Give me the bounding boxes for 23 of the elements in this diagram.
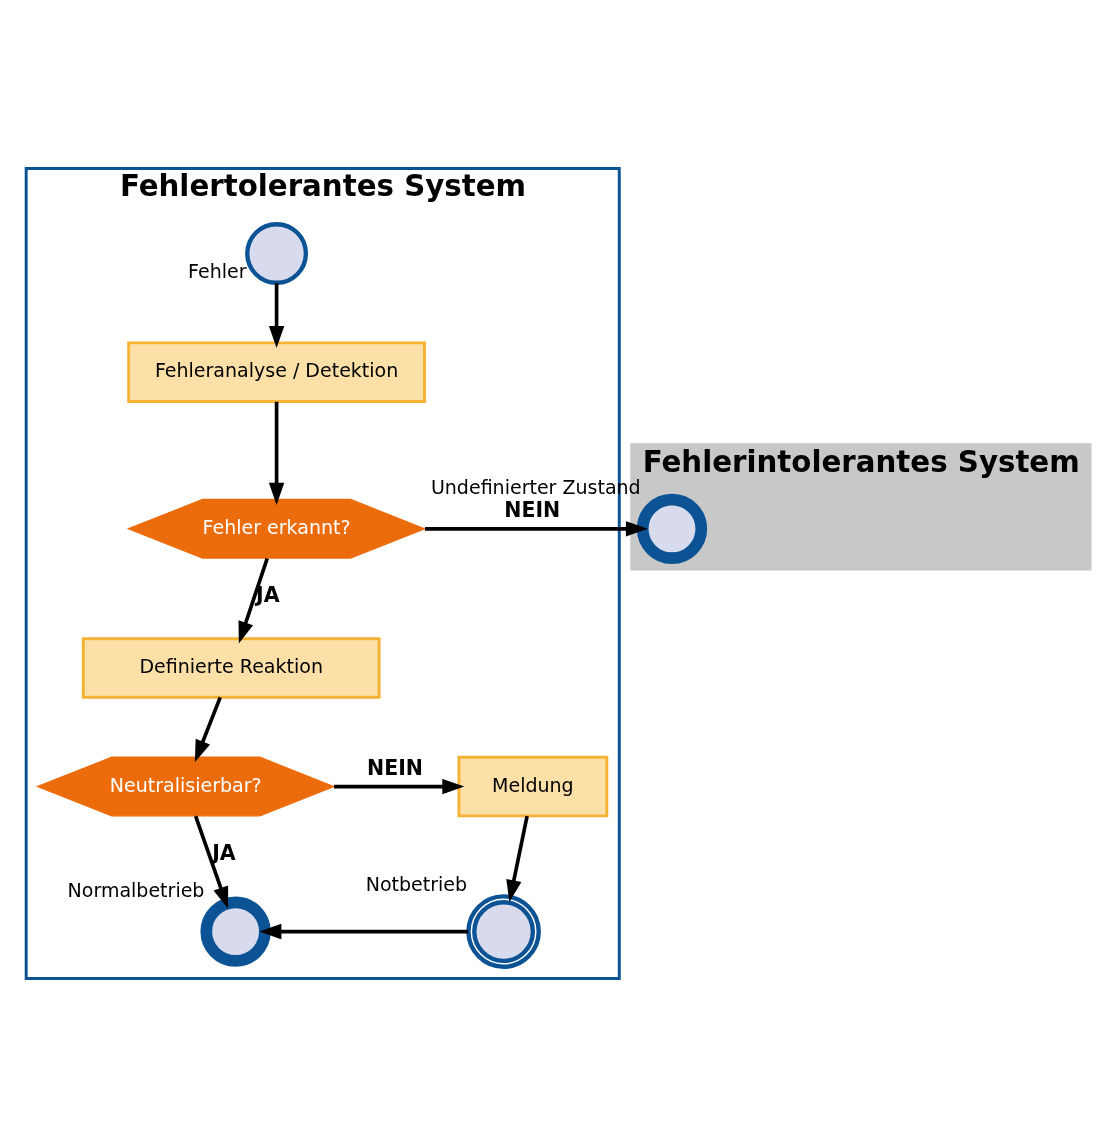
node-label: Notbetrieb bbox=[365, 872, 468, 895]
node-box: Meldung bbox=[457, 755, 609, 817]
node-label: Fehler bbox=[188, 259, 247, 282]
node-label: Normalbetrieb bbox=[67, 878, 205, 901]
node-box: Fehleranalyse / Detektion bbox=[127, 340, 426, 403]
node-circle bbox=[466, 893, 541, 969]
arrow bbox=[193, 815, 229, 909]
node-circle bbox=[245, 221, 309, 285]
arrow bbox=[424, 520, 648, 537]
edge-label: JA bbox=[212, 840, 236, 865]
node-box: Definierte Reaktion bbox=[81, 636, 381, 699]
arrow bbox=[334, 778, 465, 794]
node-circle bbox=[200, 895, 271, 967]
node-circle bbox=[636, 493, 708, 564]
edge-label: NEIN bbox=[367, 755, 423, 780]
arrow bbox=[194, 696, 222, 762]
edge-label: NEIN bbox=[504, 497, 561, 522]
edge-label: JA bbox=[256, 582, 280, 607]
arrow bbox=[238, 557, 269, 644]
arrow bbox=[268, 401, 285, 505]
arrow bbox=[268, 282, 285, 348]
arrow bbox=[506, 815, 529, 902]
arrow bbox=[259, 923, 469, 939]
